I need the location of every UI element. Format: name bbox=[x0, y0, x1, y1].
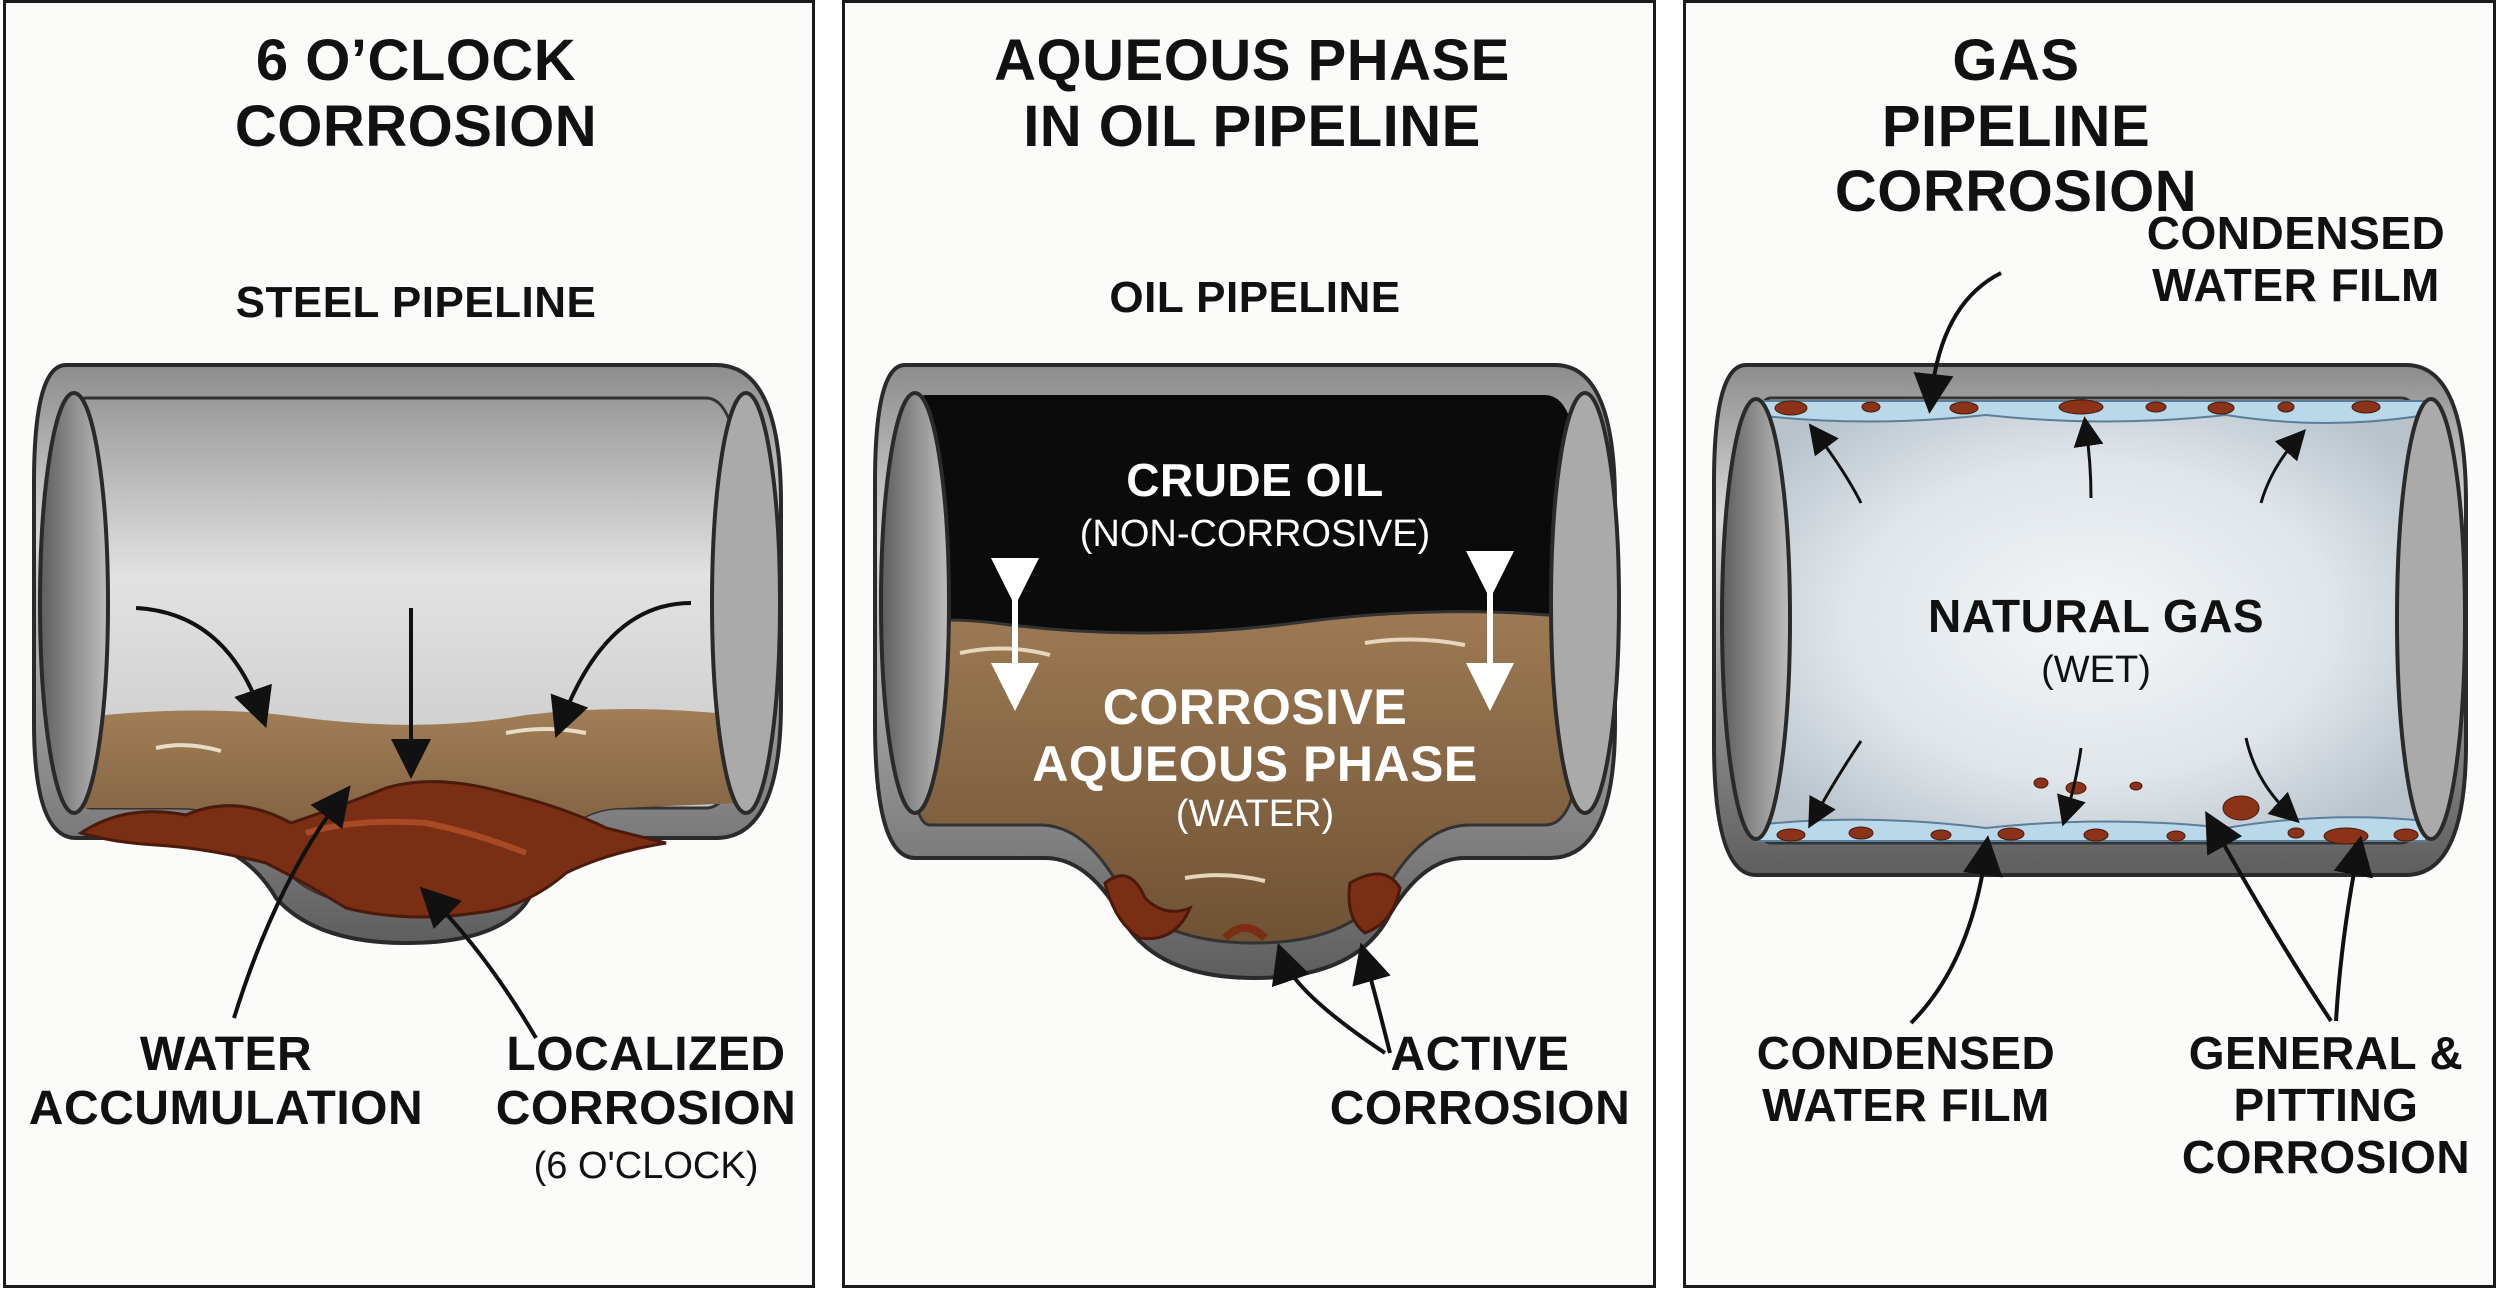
panel-6-oclock-corrosion: 6 O’CLOCK CORROSION STEEL PIPELINE WATER… bbox=[3, 0, 815, 1288]
localized-corrosion-shape bbox=[77, 780, 667, 919]
water-label-line1: WATER bbox=[139, 1028, 313, 1081]
oil-pipeline-illustration bbox=[873, 363, 1621, 1055]
panel1-title: 6 O’CLOCK CORROSION bbox=[206, 28, 626, 159]
condensation-arrow-down-2 bbox=[2057, 747, 2086, 827]
pitting-spots bbox=[1774, 399, 2419, 845]
panel3-title: GAS PIPELINE CORROSION bbox=[1816, 28, 2216, 225]
left-pipe-end bbox=[879, 391, 951, 815]
active-corrosion-arrow-2 bbox=[1352, 942, 1392, 1054]
left-pipe-end bbox=[1720, 397, 1792, 841]
flow-arrow-right bbox=[550, 601, 692, 738]
condensation-arrow-up-1 bbox=[1808, 423, 1863, 504]
pitting-line1: GENERAL & bbox=[2188, 1027, 2464, 1079]
corrosion-position-note: (6 O'CLOCK) bbox=[533, 1145, 759, 1187]
right-pipe-end bbox=[710, 391, 782, 815]
panel1-title-line2: CORROSION bbox=[234, 93, 598, 159]
bottom-film-line1: CONDENSED bbox=[1756, 1027, 2056, 1079]
condensation-arrow-up-3 bbox=[2259, 429, 2307, 504]
general-pitting-corrosion-label: GENERAL & PITTING CORROSION bbox=[2166, 1027, 2486, 1184]
corrosion-label-line1: LOCALIZED bbox=[506, 1028, 786, 1081]
bottom-film-callout-arrow bbox=[1909, 835, 2003, 1025]
top-film-callout-arrow bbox=[1913, 271, 2002, 414]
water-callout-arrow bbox=[232, 785, 351, 1019]
crude-oil-label: CRUDE OIL bbox=[1126, 454, 1384, 506]
condensation-arrow-down-1 bbox=[1808, 740, 1863, 829]
crude-oil-layer bbox=[910, 395, 1580, 633]
aqueous-phase-layer bbox=[908, 610, 1582, 945]
top-condensed-water-film-label: CONDENSED WATER FILM bbox=[2106, 207, 2486, 312]
corrosion-label-line2: CORROSION bbox=[495, 1082, 797, 1136]
gas-pipeline-illustration bbox=[1712, 271, 2468, 1025]
active-corrosion-arrow-1 bbox=[1271, 942, 1387, 1055]
panel2-title-line1: AQUEOUS PHASE bbox=[994, 28, 1510, 93]
active-label-line2: CORROSION bbox=[1329, 1082, 1631, 1136]
aqueous-label-line2: AQUEOUS PHASE bbox=[1032, 735, 1478, 792]
pitting-line2: PITTING bbox=[2233, 1078, 2419, 1131]
pitting-callout-arrow-2 bbox=[2333, 835, 2374, 1022]
crude-oil-note: (NON-CORROSIVE) bbox=[1079, 513, 1431, 555]
natural-gas-note: (WET) bbox=[2041, 649, 2151, 691]
active-corrosion-pit-left bbox=[1103, 874, 1193, 941]
active-corrosion-label: ACTIVE CORROSION bbox=[1305, 1028, 1653, 1136]
condensation-arrow-up-2 bbox=[2073, 416, 2104, 499]
active-label-line1: ACTIVE bbox=[1390, 1028, 1570, 1081]
condensation-arrow-down-3 bbox=[2244, 737, 2300, 824]
active-corrosion-pit-right bbox=[1347, 872, 1402, 935]
panel2-title-line2: IN OIL PIPELINE bbox=[1023, 93, 1481, 159]
panel-aqueous-phase: AQUEOUS PHASE IN OIL PIPELINE OIL PIPELI… bbox=[842, 0, 1656, 1288]
pitting-line3: CORROSION bbox=[2181, 1130, 2471, 1183]
top-film-line1: CONDENSED bbox=[2146, 207, 2446, 259]
pitting-callout-arrow-1 bbox=[2205, 811, 2333, 1023]
aqueous-phase-note: (WATER) bbox=[1175, 793, 1335, 835]
flow-arrow-left bbox=[135, 606, 272, 729]
panel1-subtitle: STEEL PIPELINE bbox=[235, 278, 597, 327]
panel3-title-line1: GAS PIPELINE bbox=[1881, 28, 2151, 159]
bottom-film-line2: WATER FILM bbox=[1762, 1078, 2050, 1131]
top-film-line2: WATER FILM bbox=[2152, 258, 2440, 311]
corrosion-callout-arrow bbox=[419, 886, 538, 1040]
panel2-title: AQUEOUS PHASE IN OIL PIPELINE bbox=[905, 28, 1599, 159]
panel-gas-pipeline-corrosion: GAS PIPELINE CORROSION CONDENSED WATER F… bbox=[1683, 0, 2496, 1288]
right-pipe-end bbox=[2395, 397, 2467, 841]
panel3-title-line2: CORROSION bbox=[1834, 159, 2198, 225]
water-accumulation-label: WATER ACCUMULATION bbox=[26, 1028, 426, 1136]
left-pipe-end bbox=[38, 391, 110, 815]
aqueous-label-line1: CORROSIVE bbox=[1102, 679, 1408, 735]
right-pipe-end bbox=[1549, 391, 1621, 815]
water-label-line2: ACCUMULATION bbox=[28, 1082, 424, 1136]
bottom-condensed-water-film-label: CONDENSED WATER FILM bbox=[1716, 1027, 2096, 1132]
panel1-title-line1: 6 O’CLOCK bbox=[255, 28, 577, 93]
localized-corrosion-label: LOCALIZED CORROSION bbox=[486, 1028, 806, 1136]
aqueous-phase-label: CORROSIVE AQUEOUS PHASE bbox=[945, 679, 1565, 792]
steel-pipeline-illustration bbox=[32, 363, 783, 1040]
panel2-subtitle: OIL PIPELINE bbox=[1109, 273, 1401, 322]
natural-gas-label: NATURAL GAS bbox=[1927, 590, 2264, 642]
